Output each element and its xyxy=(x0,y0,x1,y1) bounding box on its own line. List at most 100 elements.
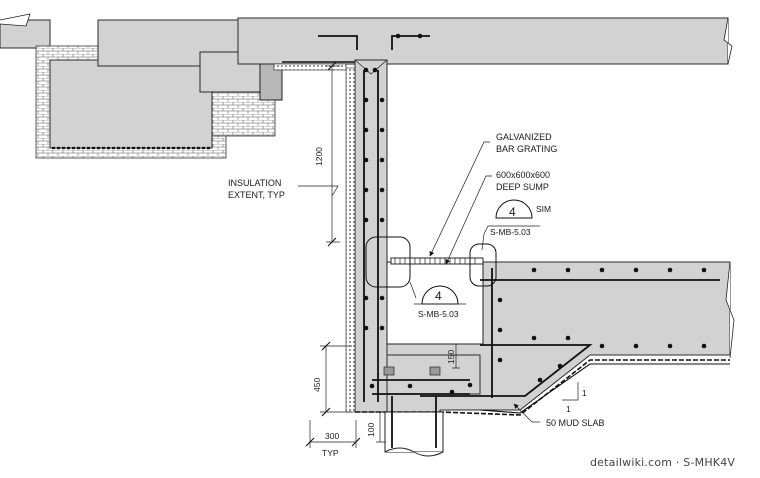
slab-bar-left xyxy=(318,35,358,50)
dim-1200-text: 1200 xyxy=(314,147,324,166)
break-line-right xyxy=(723,17,733,65)
dim-300-ticks xyxy=(305,437,361,447)
bar-grating xyxy=(390,257,484,265)
wall-haunch xyxy=(354,59,388,75)
rebar-dot xyxy=(667,267,673,273)
dim-typ-text: TYP xyxy=(322,448,339,458)
rebar-dot xyxy=(599,267,605,273)
rebar-dot xyxy=(565,267,571,273)
rebar-dot xyxy=(531,267,537,273)
rebar-dot xyxy=(701,343,707,349)
callout-upper: 4 S-MB-5.03 SIM xyxy=(481,199,551,251)
grating-frame xyxy=(390,257,484,265)
retaining-wall xyxy=(273,59,388,413)
callout-lower-leader xyxy=(409,281,417,299)
rebar-dot xyxy=(363,97,369,103)
rebar-dot xyxy=(497,327,503,333)
roof-slab xyxy=(237,17,729,65)
rebar-dot xyxy=(379,127,385,133)
callout-lower-circle xyxy=(421,285,459,305)
pile-break xyxy=(384,447,444,457)
sim-label: SIM xyxy=(536,204,551,214)
watermark: detailwiki.com · S-MHK4V xyxy=(590,456,735,469)
callout-lower-ref: S-MB-5.03 xyxy=(418,309,459,319)
rebar-dot xyxy=(599,343,605,349)
callout-upper-circle xyxy=(495,199,533,219)
insulation-label-line1: INSULATION xyxy=(228,178,281,188)
rebar-dot xyxy=(363,187,369,193)
callout-lower-number: 4 xyxy=(435,289,442,303)
rebar-dot xyxy=(701,267,707,273)
rebar-dot xyxy=(379,325,385,331)
mud-slab-label: 50 MUD SLAB xyxy=(546,418,605,428)
existing-footing xyxy=(49,59,213,149)
dim-450-text: 450 xyxy=(312,378,322,392)
rebar-dot xyxy=(363,157,369,163)
dim-150-ext xyxy=(452,343,460,369)
rebar-dot xyxy=(417,33,423,39)
rebar-dot xyxy=(363,325,369,331)
top-insulation xyxy=(273,63,347,71)
existing-building xyxy=(0,13,283,159)
rebar-dot xyxy=(667,343,673,349)
sump-base-bars xyxy=(372,379,470,395)
rebar-dot xyxy=(407,383,413,389)
callout-upper-ref: S-MB-5.03 xyxy=(490,227,531,237)
sump-label-line1: 600x600x600 xyxy=(496,170,550,180)
rebar-dot xyxy=(363,127,369,133)
mud-slab-leader xyxy=(513,403,540,423)
break-line-base xyxy=(725,261,735,359)
slope-run-text: 1 xyxy=(566,404,571,414)
pile-bars xyxy=(391,396,437,448)
rebar-dots xyxy=(363,33,707,395)
rebar-dot xyxy=(379,295,385,301)
break-line-left xyxy=(0,13,31,27)
base-slab-bars xyxy=(420,279,720,397)
slope-rise-text: 1 xyxy=(582,388,587,398)
insulation-leader xyxy=(298,185,339,197)
bar-chair-right xyxy=(429,366,441,376)
rebar-dot xyxy=(379,187,385,193)
rebar-dot xyxy=(363,67,369,73)
slope-symbol xyxy=(562,382,579,401)
rebar-dot xyxy=(531,335,537,341)
mud-slab-line xyxy=(479,363,730,414)
grating-leader xyxy=(429,141,490,257)
bar-chair-left xyxy=(383,366,395,376)
rebar-dot xyxy=(363,217,369,223)
top-slab xyxy=(237,17,733,65)
wall-concrete xyxy=(354,59,388,413)
rebar-dot xyxy=(369,383,375,389)
pile-shaft xyxy=(384,411,444,453)
callout-upper-leader xyxy=(481,233,485,251)
dim-100-text: 100 xyxy=(366,423,376,437)
rebar-dot xyxy=(395,33,401,39)
rebar-dot xyxy=(379,157,385,163)
rebar-dot xyxy=(449,389,455,395)
grating-label-line1: GALVANIZED xyxy=(496,132,552,142)
rebar-dot xyxy=(497,297,503,303)
rebar-dot xyxy=(379,217,385,223)
insulation-label-line2: EXTENT, TYP xyxy=(228,190,285,200)
rebar-dot xyxy=(633,267,639,273)
dim-300-text: 300 xyxy=(325,431,339,441)
rebar-dot xyxy=(379,97,385,103)
dim-150-text: 150 xyxy=(446,350,456,364)
base-slab xyxy=(355,261,735,416)
rebar-dot xyxy=(363,295,369,301)
callout-upper-bar xyxy=(483,225,540,235)
dim-300-ext xyxy=(309,420,357,448)
annotations: INSULATION EXTENT, TYP GALVANIZED BAR GR… xyxy=(228,132,605,428)
rebar-dot xyxy=(565,335,571,341)
dim-1200-ticks xyxy=(327,61,337,247)
wall-insulation xyxy=(345,67,356,413)
grating-label-line2: BAR GRATING xyxy=(496,144,557,154)
sump-label-line2: DEEP SUMP xyxy=(496,182,549,192)
dim-450-ticks xyxy=(321,341,331,417)
rebar-dot xyxy=(633,343,639,349)
rebar-dot xyxy=(467,382,473,388)
rebar-dot xyxy=(557,363,563,369)
slab-bar-right xyxy=(391,35,430,50)
detail-boundary-left xyxy=(365,236,411,288)
